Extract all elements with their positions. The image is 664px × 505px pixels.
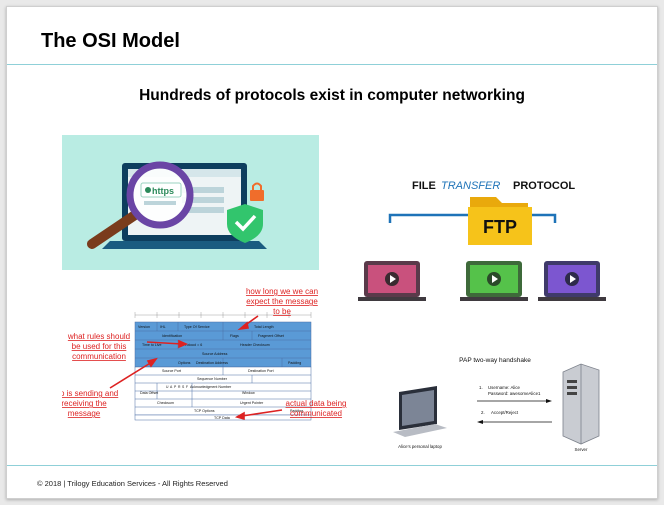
svg-text:Data Offset: Data Offset [140,391,158,395]
annotation-who-line1: who is sending and [62,389,118,398]
https-illustration: https [62,135,319,270]
title-divider [7,64,657,65]
svg-text:Flags: Flags [230,334,239,338]
footer-divider [7,465,657,466]
svg-text:Source Address: Source Address [202,352,228,356]
svg-text:Sequence Number: Sequence Number [197,377,228,381]
ftp-heading-protocol: PROTOCOL [513,180,575,192]
svg-text:U: U [166,385,169,389]
svg-text:Source Port: Source Port [162,369,181,373]
slide-subtitle: Hundreds of protocols exist in computer … [139,87,525,104]
annotation-who-line3: message [68,409,101,418]
svg-text:Protocol = 6: Protocol = 6 [183,343,202,347]
annotation-how-long-line3: to be [273,307,291,316]
annotation-rules-line2: be used for this [72,342,127,351]
svg-text:A: A [170,385,173,389]
svg-text:Urgent Pointer: Urgent Pointer [240,401,264,405]
svg-text:Version: Version [138,325,150,329]
svg-text:Acknowledgment Number: Acknowledgment Number [190,385,232,389]
svg-text:Padding: Padding [290,409,303,413]
https-badge: https [152,186,174,196]
ftp-diagram: FILE TRANSFER PROTOCOL FTP [358,180,606,301]
slide: The OSI Model Hundreds of protocols exis… [6,6,658,499]
svg-text:F: F [186,385,188,389]
server-label: Server [575,447,588,452]
svg-text:Checksum: Checksum [157,401,174,405]
ftp-heading-transfer: TRANSFER [441,180,500,192]
lock-icon [250,190,264,201]
annotation-data-line1: actual data being [286,399,347,408]
svg-text:Options: Options [178,361,191,365]
tcp-data-label: TCP Data [214,416,230,420]
svg-text:Time to Live: Time to Live [142,343,161,347]
svg-text:Window: Window [242,391,255,395]
annotation-how-long-line1: how long we we can [246,287,318,296]
step1-number: 1. [479,385,483,390]
annotation-arrows [109,315,283,421]
laptop-base [102,241,267,249]
svg-text:TCP Options: TCP Options [194,409,215,413]
slide-title: The OSI Model [41,30,180,52]
svg-text:IHL: IHL [160,325,166,329]
step1-password: Password: awesomeAlice1 [488,391,541,396]
annotation-data-line2: communicated [290,409,342,418]
ftp-folder-label: FTP [483,217,517,237]
svg-text:Header Checksum: Header Checksum [240,343,270,347]
step2-number: 2. [481,410,485,415]
svg-text:Destination Port: Destination Port [248,369,274,373]
annotation-who-line2: receiving the [62,399,107,408]
svg-text:S: S [182,385,185,389]
magnifier-handle [87,210,140,249]
svg-text:P: P [174,385,177,389]
svg-text:Identification: Identification [162,334,182,338]
svg-text:Padding: Padding [288,361,301,365]
svg-text:Type Of Service: Type Of Service [184,325,210,329]
svg-text:Total Length: Total Length [254,325,274,329]
svg-text:Destination Address: Destination Address [196,361,228,365]
header-field-labels: Version IHL Type Of Service Total Length… [138,325,303,413]
tcp-header-diagram: Version IHL Type Of Service Total Length… [62,287,347,421]
pap-title: PAP two-way handshake [459,357,531,364]
laptop-label: Alice's personal laptop [398,444,442,449]
ftp-heading-file: FILE [412,180,436,192]
shield-icon [227,204,263,243]
annotation-how-long-line2: expect the message [246,297,318,306]
step1-username: Username: Alice [488,385,521,390]
svg-text:R: R [178,385,181,389]
annotation-rules-line3: communication [72,352,126,361]
annotation-rules-line1: what rules should [67,332,130,341]
pap-diagram: PAP two-way handshake Alice's personal l… [393,357,600,452]
svg-text:Fragment Offset: Fragment Offset [258,334,284,338]
tcp-flag-labels: U A P R S F [166,385,188,389]
step2-text: Accept/Reject [491,410,519,415]
footer-copyright: © 2018 | Trilogy Education Services - Al… [37,479,228,488]
